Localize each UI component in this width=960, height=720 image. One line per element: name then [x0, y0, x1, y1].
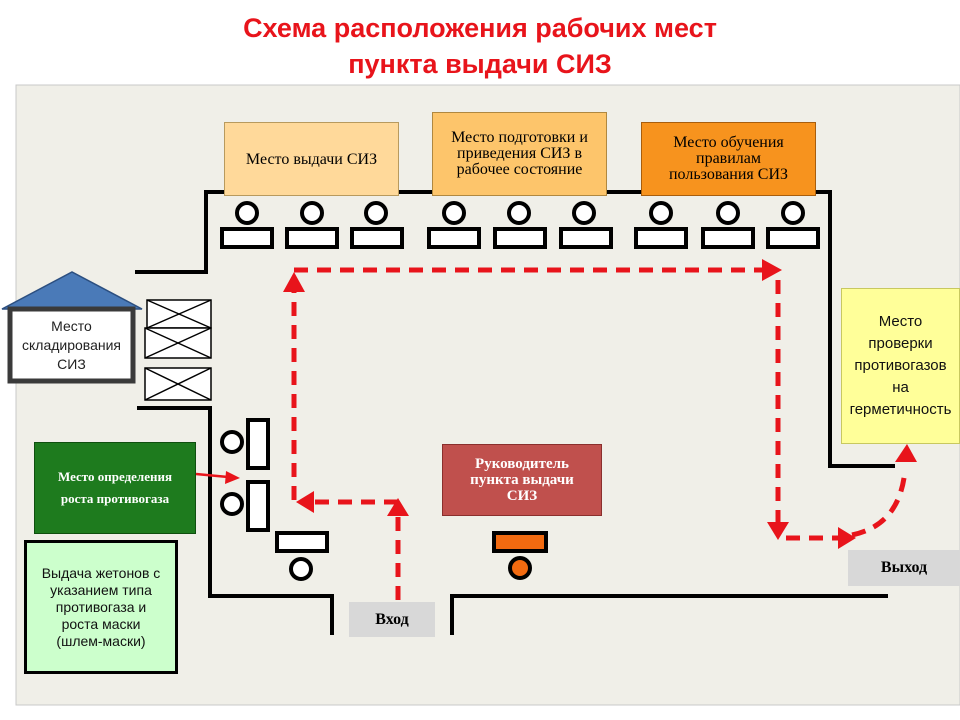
arrow-up-icon	[387, 498, 409, 516]
person-icon	[781, 201, 805, 225]
route-arrowheads	[283, 259, 917, 549]
person-icon	[507, 201, 531, 225]
person-icon	[289, 557, 313, 581]
desk-icon	[559, 227, 613, 249]
pointer-line	[195, 472, 229, 479]
zone-prep: Место подготовки и приведения СИЗ в рабо…	[432, 112, 607, 196]
entrance-label-box: Вход	[349, 602, 435, 637]
zone-height: Место определения роста противогаза	[34, 442, 196, 534]
page-title: Схема расположения рабочих мест	[243, 13, 717, 43]
desk-icon	[427, 227, 481, 249]
desk-icon	[246, 480, 270, 532]
storage-building	[7, 306, 136, 384]
person-icon	[220, 492, 244, 516]
desk-icon	[220, 227, 274, 249]
person-icon	[300, 201, 324, 225]
workstations	[220, 201, 820, 581]
zone-storage: Место складирования СИЗ	[13, 312, 130, 378]
arrow-left-icon	[296, 491, 314, 513]
person-icon	[235, 201, 259, 225]
zone-manager: Руководитель пункта выдачи СИЗ	[442, 444, 602, 516]
desk-icon	[246, 418, 270, 470]
zone-tokens: Выдача жетонов с указанием типа противог…	[24, 540, 178, 674]
route-path	[291, 267, 908, 600]
exit-label: Выход	[880, 559, 928, 576]
manager-desk-icon	[492, 531, 548, 553]
person-icon	[649, 201, 673, 225]
manager-person-icon	[508, 556, 532, 580]
person-icon	[364, 201, 388, 225]
wall-left	[137, 406, 334, 635]
arrow-right-icon	[838, 527, 856, 549]
desk-icon	[701, 227, 755, 249]
desk-icon	[350, 227, 404, 249]
entrance-label: Вход	[375, 610, 409, 628]
desk-icon	[285, 227, 339, 249]
zone-issue: Место выдачи СИЗ	[224, 122, 399, 196]
person-icon	[220, 430, 244, 454]
zone-training: Место обучения правилам пользования СИЗ	[641, 122, 816, 196]
person-icon	[442, 201, 466, 225]
exit-label-box: Выход	[848, 550, 960, 586]
wall-bottom	[450, 594, 888, 635]
arrow-up-icon	[895, 444, 917, 462]
zone-storage-label: Место складирования СИЗ	[22, 317, 121, 372]
storage-crates	[144, 299, 212, 401]
desk-icon	[634, 227, 688, 249]
arrow-up-icon	[283, 272, 305, 292]
zone-training-label: Место обучения правилам пользования СИЗ	[668, 134, 789, 183]
zone-issue-label: Место выдачи СИЗ	[245, 150, 378, 168]
arrow-right-icon	[762, 259, 782, 281]
route-segment	[851, 469, 908, 538]
pointer-arrow-icon	[225, 471, 240, 484]
arrow-down-icon	[767, 522, 789, 540]
zone-tokens-label: Выдача жетонов с указанием типа противог…	[41, 564, 161, 649]
zone-check: Место проверки противогазов на герметичн…	[841, 288, 960, 444]
desk-icon	[766, 227, 820, 249]
desk-icon	[493, 227, 547, 249]
person-icon	[716, 201, 740, 225]
person-icon	[572, 201, 596, 225]
desk-icon	[275, 531, 329, 553]
zone-manager-label: Руководитель пункта выдачи СИЗ	[470, 456, 574, 504]
zone-prep-label: Место подготовки и приведения СИЗ в рабо…	[451, 129, 588, 178]
zone-check-label: Место проверки противогазов на герметичн…	[849, 313, 952, 418]
page-subtitle: пункта выдачи СИЗ	[348, 49, 612, 79]
zone-height-label: Место определения роста противогаза	[57, 469, 172, 506]
